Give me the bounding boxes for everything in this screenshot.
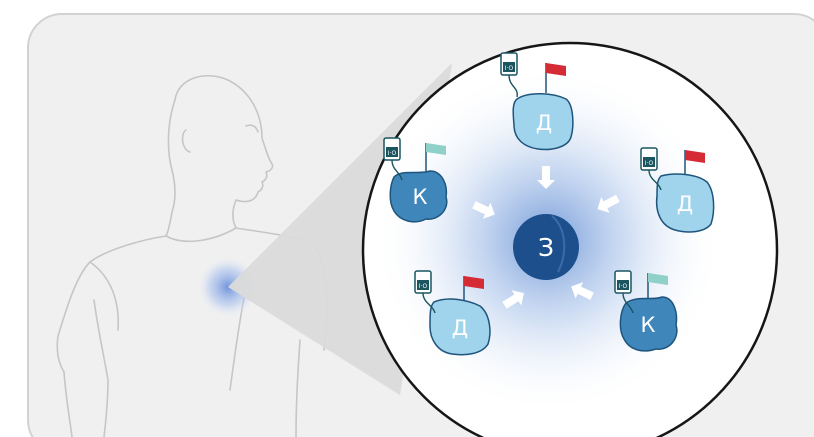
cell-top: Д I·O [500,52,574,151]
center-label: З [538,233,554,262]
iv-bag: I·O [640,147,662,191]
cell-body [429,298,491,356]
flag [545,63,566,93]
cell-label: Д [452,316,468,340]
flag [463,276,484,300]
cell-right: Д I·O [640,147,715,233]
flag [647,273,668,299]
iv-bag: I·O [500,52,518,98]
iv-label: I·O [505,65,514,72]
cell-left: К I·O [383,137,448,223]
iv-bag: I·O [383,137,403,181]
cell-label: Д [677,192,693,216]
arrows [472,166,620,309]
arrow-left-top [472,201,495,219]
cell-body [512,93,574,151]
cell-body [655,173,715,233]
cell-bottom-left: Д I·O [414,270,491,356]
iv-bag: I·O [414,270,436,314]
cell-body [619,296,678,352]
arrow-top [537,166,555,189]
arrow-right-bottom [571,282,594,300]
cell-label: Д [536,111,552,135]
flag [684,150,705,174]
iv-label: I·O [388,150,397,157]
flag [425,143,446,171]
cell-body [389,170,448,223]
arrow-right-top [597,194,620,213]
cell-label: К [641,313,656,337]
iv-label: I·O [645,160,654,167]
iv-label: I·O [419,283,428,290]
cell-label: К [413,185,428,209]
iv-label: I·O [619,283,628,290]
center-target: З [513,214,579,280]
cell-bottom-right: К I·O [614,270,678,352]
arrow-left-bottom [502,290,525,309]
iv-bag: I·O [614,270,634,314]
